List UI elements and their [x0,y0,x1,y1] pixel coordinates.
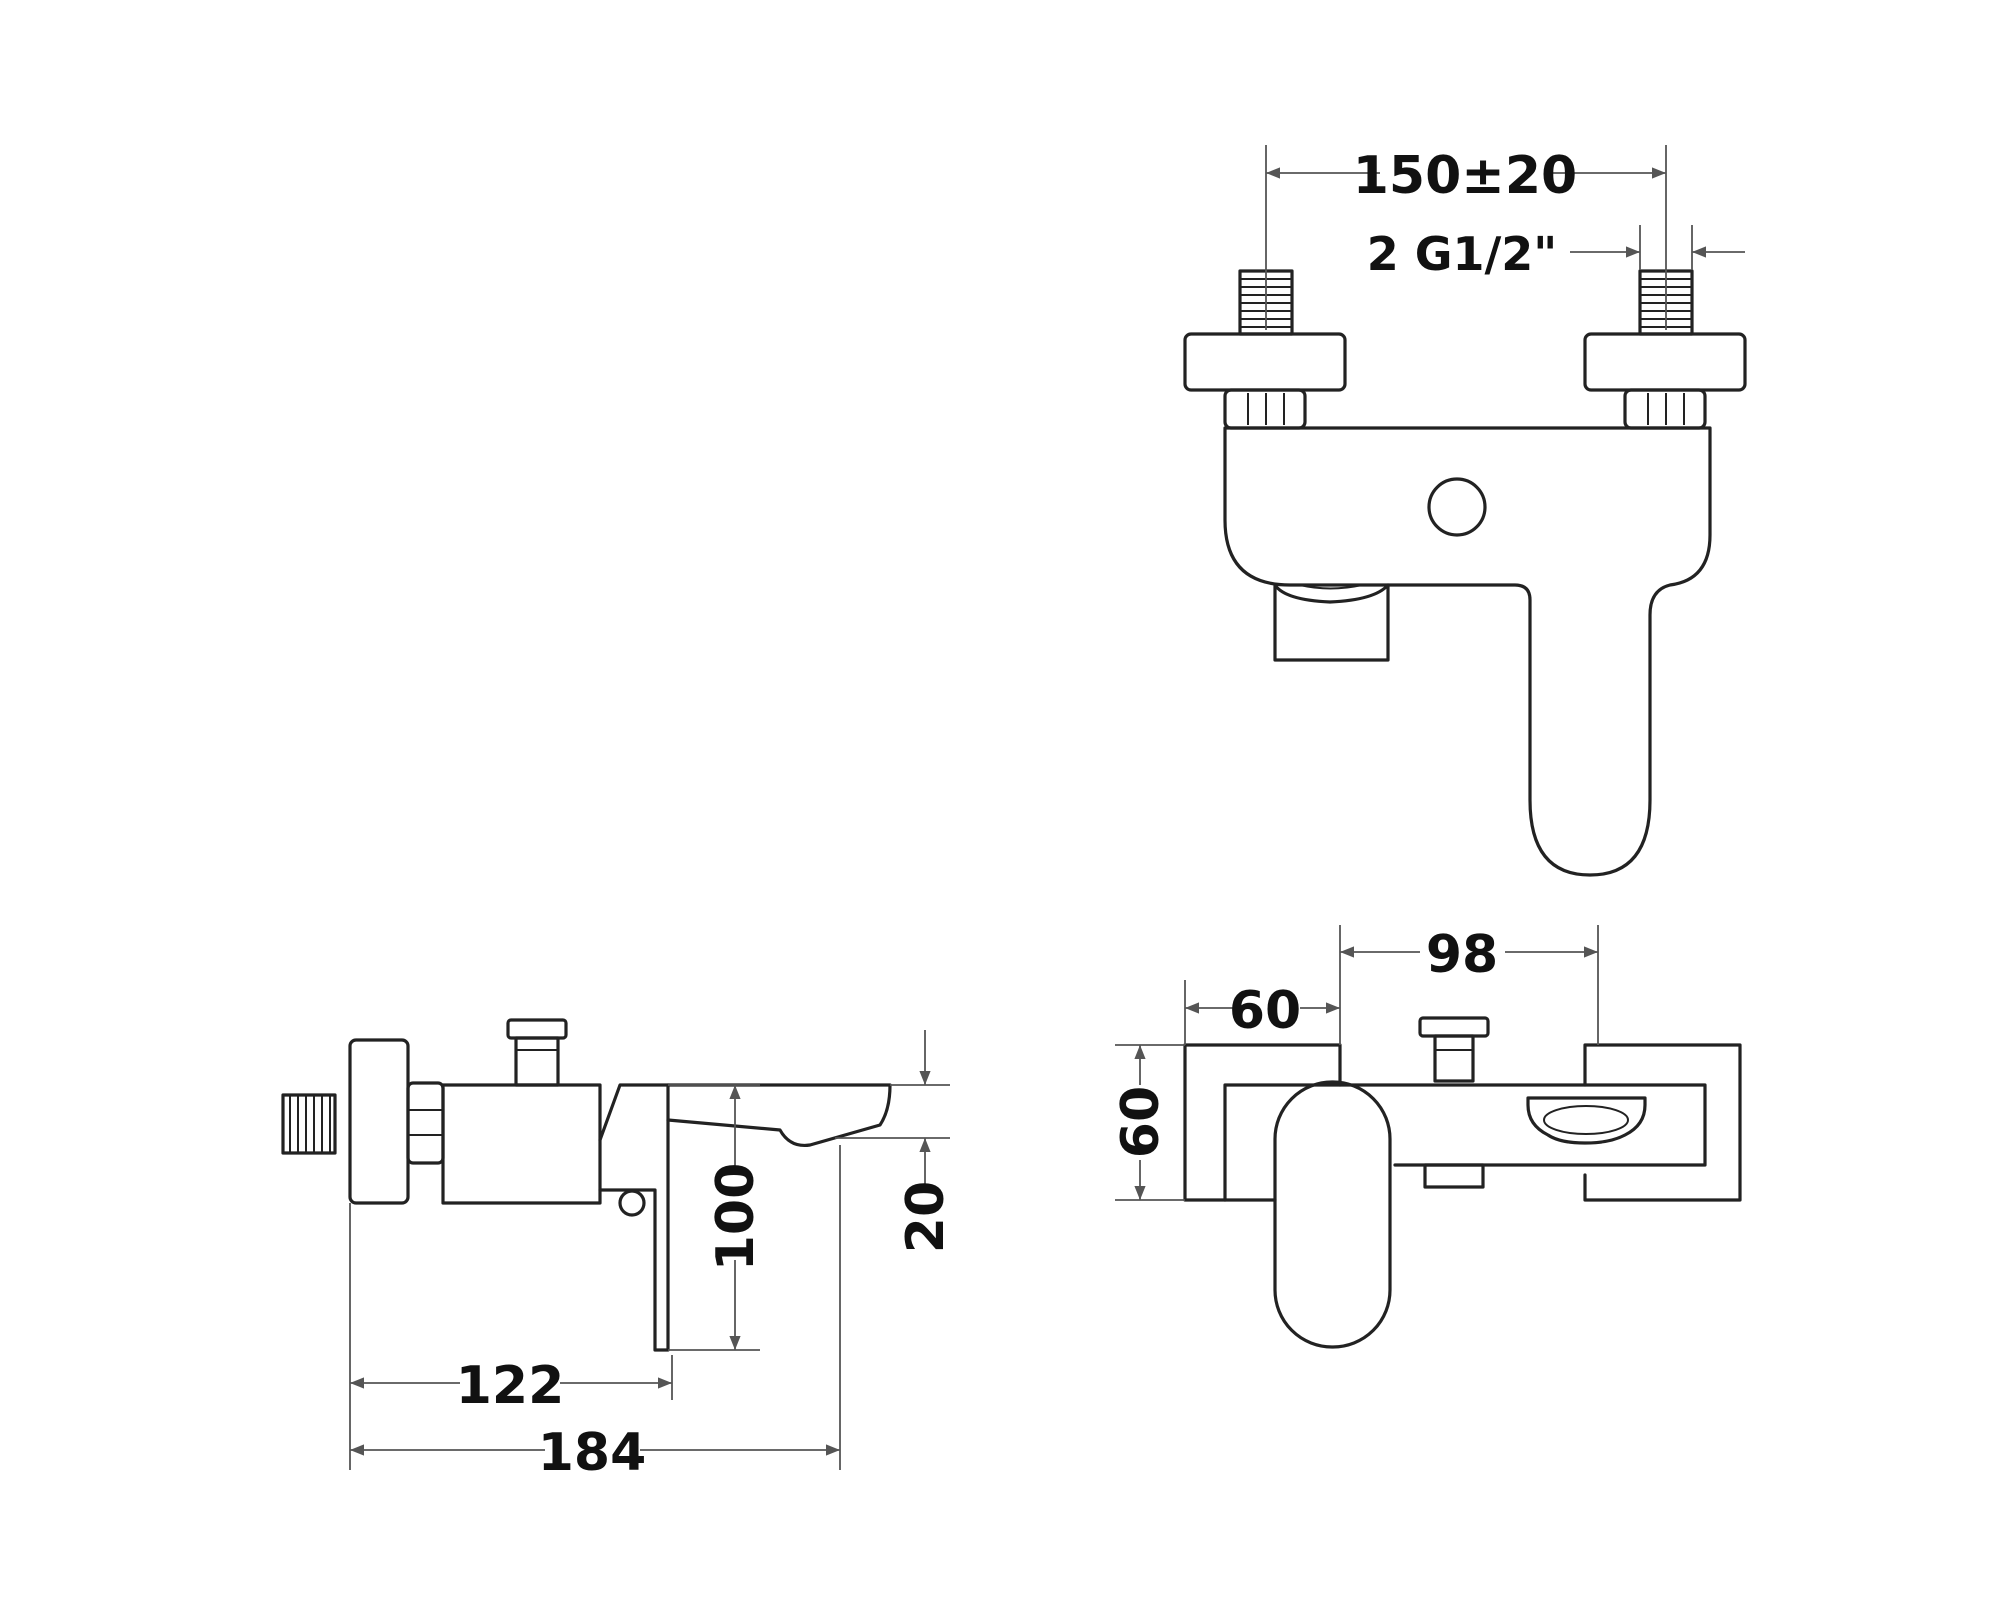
dim-body-depth: 98 [1426,925,1498,985]
diverter-knob-top [1427,477,1487,537]
side-lever [598,1083,670,1352]
left-inlet [1183,269,1347,430]
right-inlet [1583,269,1747,430]
top-view: 150±20 2 G1/2" [1183,145,1747,877]
dim-flange-depth: 60 [1229,981,1301,1041]
dim-front-height: 60 [1111,1086,1171,1158]
dim-inlet-thread: 2 G1/2" [1367,227,1558,281]
front-lever [1273,1080,1392,1349]
top-body-outline [1223,426,1712,877]
front-view: 98 60 60 [1111,925,1742,1349]
side-spout [666,1083,892,1148]
dim-side-length-184: 184 [538,1423,647,1483]
dim-inlet-spacing: 150±20 [1353,146,1577,206]
dim-spout-height-20: 20 [896,1181,956,1253]
spout-top-view [1273,583,1390,662]
dim-side-length-122: 122 [456,1356,565,1416]
side-view: 100 20 122 184 [281,1018,956,1483]
front-body [1223,1083,1707,1202]
dim-spout-height-100: 100 [706,1163,766,1272]
side-body [441,1083,602,1205]
